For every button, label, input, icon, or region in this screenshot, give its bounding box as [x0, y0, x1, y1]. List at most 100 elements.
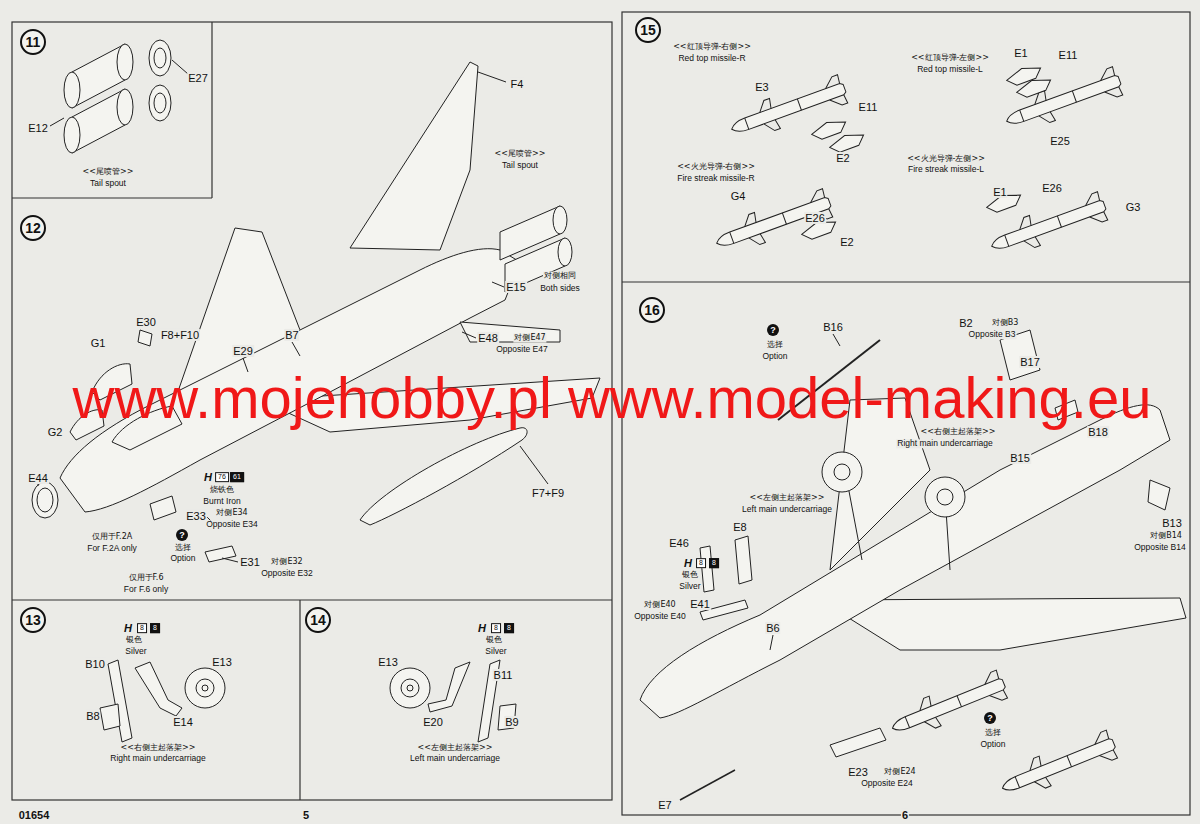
- part-number: E11: [858, 101, 879, 113]
- caption-text: Opposite E24: [860, 779, 914, 788]
- part-number: B10: [84, 658, 106, 670]
- page-number: 6: [901, 809, 909, 821]
- part-number: E7: [657, 799, 672, 811]
- chinese-note: <<左侧主起落架>>: [749, 494, 826, 503]
- part-number: E12: [27, 122, 49, 134]
- part-number: E41: [689, 598, 711, 610]
- caption-text: Silver: [484, 647, 507, 656]
- caption-text: Both sides: [539, 284, 581, 293]
- caption-text: Tail spout: [89, 179, 127, 188]
- step-number: 13: [20, 607, 46, 633]
- jet-drawing: [640, 330, 1186, 800]
- chinese-note: <<左侧主起落架>>: [417, 744, 494, 753]
- part-number: E20: [422, 716, 444, 728]
- panel-border: [12, 12, 1190, 815]
- caption-text: Silver: [124, 647, 147, 656]
- caption-text: Opposite B14: [1133, 543, 1187, 552]
- part-number: B11: [493, 669, 514, 681]
- part-number: E23: [847, 766, 869, 778]
- caption-text: Right main undercarriage: [896, 439, 993, 448]
- missile-drawing: [711, 62, 1125, 803]
- part-number: E26: [804, 212, 826, 224]
- caption-text: For F.6 only: [123, 585, 169, 594]
- chinese-note: 仅用于F.6: [128, 574, 165, 583]
- chinese-note: 对侧E47: [513, 334, 546, 343]
- part-number: E13: [377, 656, 399, 668]
- part-number: B17: [1019, 356, 1041, 368]
- part-number: E8: [732, 521, 747, 533]
- part-number: E14: [172, 716, 194, 728]
- paint-chip: 8: [504, 623, 514, 633]
- paint-chip: 76: [215, 472, 229, 482]
- chinese-note: <<右侧主起落架>>: [920, 428, 997, 437]
- paint-code: H: [683, 557, 693, 569]
- part-number: E44: [27, 472, 49, 484]
- paint-chip: 8: [696, 558, 706, 568]
- part-number: B7: [284, 329, 299, 341]
- part-number: G2: [47, 426, 64, 438]
- chinese-note: <<火光导弹-右侧>>: [676, 163, 756, 172]
- step-number-text: 16: [644, 303, 660, 317]
- chinese-note: <<尾喷管>>: [82, 168, 135, 177]
- part-number: G1: [90, 337, 107, 349]
- chinese-note: <<红顶导弹-左侧>>: [910, 54, 990, 63]
- chinese-note: 银色: [485, 636, 503, 645]
- part-number: E30: [135, 316, 157, 328]
- chinese-note: <<右侧主起落架>>: [120, 744, 197, 753]
- part-number: F8+F10: [160, 329, 200, 341]
- watermark: www.mojehobby.pl www.model-making.eu: [72, 369, 1153, 427]
- chinese-note: 对侧E32: [270, 558, 303, 567]
- part-number: E25: [1049, 135, 1071, 147]
- part-number: E29: [232, 345, 254, 357]
- part-number: E27: [187, 72, 209, 84]
- part-number: E2: [839, 236, 854, 248]
- paint-chip: 8: [491, 623, 501, 633]
- step-number-text: 14: [310, 613, 326, 627]
- step-number: 12: [20, 215, 46, 241]
- page-number: 01654: [18, 809, 51, 821]
- step-number: 16: [639, 297, 665, 323]
- caption-text: Right main undercarriage: [109, 754, 206, 763]
- chinese-note: 对侧B14: [1149, 532, 1183, 541]
- caption-text: Opposite E32: [260, 569, 314, 578]
- caption-text: Left main undercarriage: [409, 754, 501, 763]
- part-number: E11: [1058, 49, 1079, 61]
- paint-code: H: [203, 471, 213, 483]
- chinese-note: 对侧E24: [883, 768, 916, 777]
- chinese-note: 选择: [766, 341, 784, 350]
- caption-text: Option: [169, 554, 196, 563]
- caption-text: Opposite E34: [205, 520, 259, 529]
- part-number: E31: [239, 556, 261, 568]
- caption-text: Fire streak missile-L: [907, 165, 985, 174]
- chinese-note: 选择: [984, 729, 1002, 738]
- part-number: E2: [835, 152, 850, 164]
- caption-text: Opposite E40: [633, 612, 687, 621]
- caption-text: Silver: [678, 582, 701, 591]
- step-number: 11: [20, 29, 46, 55]
- part-number: E1: [992, 186, 1007, 198]
- caption-text: Fire streak missile-R: [676, 174, 755, 183]
- step-number-text: 15: [640, 23, 656, 37]
- chinese-note: <<红顶导弹-右侧>>: [672, 43, 752, 52]
- paint-code: H: [477, 622, 487, 634]
- part-number: B18: [1087, 426, 1109, 438]
- part-number: B9: [504, 716, 519, 728]
- paint-chip: 8: [137, 623, 147, 633]
- paint-chip: 8: [709, 558, 719, 568]
- paint-chip: 61: [230, 472, 244, 482]
- page-number: 5: [302, 809, 310, 821]
- step-number-text: 11: [26, 35, 41, 49]
- part-number: E15: [505, 281, 527, 293]
- chinese-note: 仅用于F.2A: [91, 533, 133, 542]
- option-mark: ?: [984, 712, 996, 724]
- chinese-note: <<尾喷管>>: [494, 150, 547, 159]
- part-number: G4: [730, 190, 747, 202]
- part-number: E1: [1013, 47, 1028, 59]
- caption-text: Left main undercarriage: [741, 505, 833, 514]
- step-number: 14: [305, 607, 331, 633]
- part-number: B6: [765, 622, 780, 634]
- chinese-note: 烧铁色: [209, 486, 235, 495]
- part-number: E3: [754, 81, 769, 93]
- part-number: B16: [822, 321, 844, 333]
